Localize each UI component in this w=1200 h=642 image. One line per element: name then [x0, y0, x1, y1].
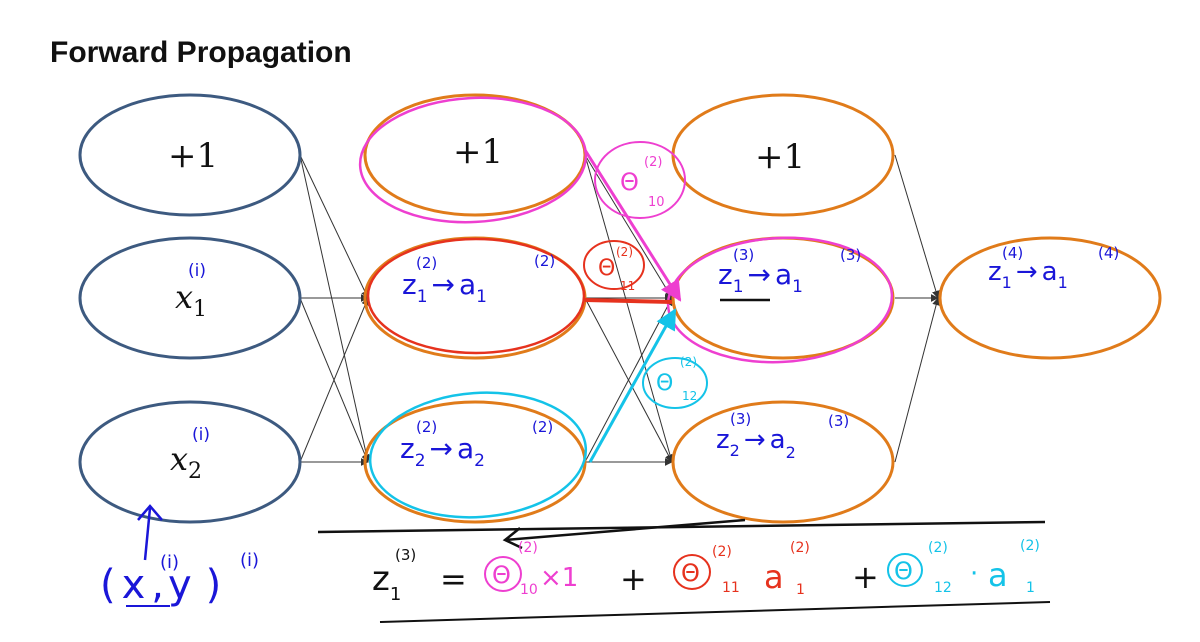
z1-to-a1-layer2: z1→a1	[402, 268, 487, 307]
a1-sup-layer4: (4)	[1098, 244, 1119, 262]
cyan-circle-a2-layer2	[368, 391, 588, 519]
term3-sup: (2)	[928, 540, 948, 556]
term3-a-sub: 1	[1026, 580, 1035, 596]
equation-plus-2: +	[852, 558, 879, 596]
weight-label-theta12: Θ (2) 12	[642, 355, 708, 409]
term1-sup: (2)	[518, 540, 538, 556]
theta10-symbol: Θ	[620, 168, 639, 196]
z1-to-a1-layer4: z1→a1	[988, 257, 1068, 292]
term2-sub: 11	[722, 580, 740, 596]
training-example: (x,y) (i) (i)	[100, 504, 259, 608]
equation-top-rule	[317, 520, 1046, 534]
y-superscript: (i)	[240, 550, 259, 571]
term1-times-one: ×1	[540, 563, 578, 593]
term3-sub: 12	[934, 580, 952, 596]
pink-circle-a1-layer3	[666, 236, 894, 364]
term2-a: a	[764, 558, 784, 596]
example-arrow	[137, 504, 163, 561]
x1-superscript: (i)	[188, 261, 206, 281]
weight-label-theta11: Θ (2) 11	[583, 240, 645, 293]
bias-label-layer2: +1	[453, 132, 503, 172]
theta12-sup: (2)	[680, 355, 697, 369]
term3-a: a	[988, 556, 1008, 594]
layer2: +1 z1→a1 (2) (2) z2→a2 (2) (2)	[358, 93, 588, 524]
theta11-sup: (2)	[616, 245, 633, 259]
cyan-circle-theta12	[642, 357, 708, 409]
z2-sup-layer3: (3)	[730, 410, 751, 428]
z1-sup-layer3: (3)	[733, 246, 754, 264]
red-circle-term2	[673, 554, 711, 590]
equation: z1 (3) = Θ (2) 10 ×1 + Θ (2) 11 a (2) 1 …	[317, 518, 1051, 623]
training-example-text: (x,y)	[100, 562, 221, 608]
x2-node	[78, 400, 302, 524]
red-circle-theta11	[583, 240, 645, 290]
term3-theta: Θ	[894, 557, 913, 585]
cyan-circle-term3	[887, 553, 923, 587]
bias-node-layer1	[78, 93, 302, 217]
x2-superscript: (i)	[192, 425, 210, 445]
layer3: +1 z1→a1 (3) (3) z2→a2 (3) (3)	[666, 93, 895, 524]
pink-circle-term1	[484, 556, 522, 592]
term3-a-sup: (2)	[1020, 538, 1040, 554]
equation-bottom-rule	[379, 601, 1051, 623]
theta10-sub: 10	[648, 195, 665, 210]
output-node	[938, 236, 1162, 360]
z1-sup-layer4: (4)	[1002, 244, 1023, 262]
theta10-sup: (2)	[644, 155, 662, 170]
cyan-weight-path	[588, 308, 677, 463]
pink-circle-theta10	[594, 141, 686, 219]
term2-sup: (2)	[712, 544, 732, 560]
theta11-sub: 11	[620, 279, 635, 293]
bias-label-layer1: +1	[168, 136, 218, 176]
z2-to-a2-layer2: z2→a2	[400, 432, 485, 471]
edges-layer3-layer4	[894, 154, 941, 463]
layer1: +1 x1 (i) x2 (i)	[78, 93, 302, 524]
x-superscript: (i)	[160, 552, 179, 573]
a1-sup-layer2: (2)	[534, 252, 555, 270]
equation-plus-1: +	[620, 560, 647, 598]
z1-to-a1-layer3: z1→a1	[718, 258, 803, 297]
z2-to-a2-layer3: z2→a2	[716, 425, 796, 462]
red-weight-path	[584, 298, 673, 304]
pink-weight-path	[583, 149, 682, 302]
term3-dot: ·	[970, 559, 978, 589]
highlighted-weights	[583, 149, 682, 463]
z2-sup-layer2: (2)	[416, 418, 437, 436]
a2-sup-layer2: (2)	[532, 418, 553, 436]
theta12-sub: 12	[682, 389, 697, 403]
layer4: z1→a1 (4) (4)	[938, 236, 1162, 360]
bias-label-layer3: +1	[755, 137, 805, 177]
theta11-symbol: Θ	[598, 256, 615, 281]
term2-theta: Θ	[681, 559, 700, 587]
page-title: Forward Propagation	[50, 36, 352, 69]
weight-label-theta10: Θ (2) 10	[594, 141, 686, 219]
edges-layer1-layer2	[299, 154, 371, 466]
theta12-symbol: Θ	[656, 371, 673, 396]
x1-label: x1	[175, 278, 207, 322]
term1-theta: Θ	[492, 561, 511, 589]
red-circle-a1-layer2	[366, 237, 586, 355]
a1-sup-layer3: (3)	[840, 246, 861, 264]
equation-back-arrow	[502, 518, 746, 550]
x2-label: x2	[170, 440, 202, 484]
a2-layer3-node	[671, 400, 895, 524]
equation-lhs: z1	[372, 559, 401, 605]
term2-a-sup: (2)	[790, 540, 810, 556]
term2-a-sub: 1	[796, 582, 805, 598]
term1-sub: 10	[520, 582, 538, 598]
equation-lhs-sup: (3)	[395, 546, 416, 564]
z1-sup-layer2: (2)	[416, 254, 437, 272]
equation-equals: =	[440, 560, 467, 598]
x1-node	[78, 236, 302, 360]
a2-sup-layer3: (3)	[828, 412, 849, 430]
